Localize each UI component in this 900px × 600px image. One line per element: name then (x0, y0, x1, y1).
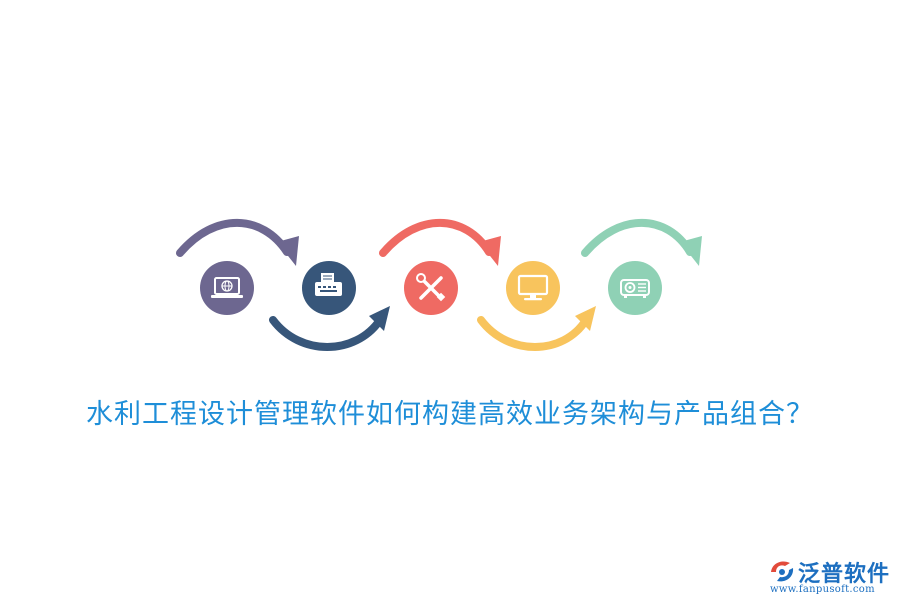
flow-arrow-1 (176, 219, 299, 266)
wrench-screwdriver-icon (416, 273, 446, 302)
laptop-globe-icon (211, 277, 243, 298)
step-circle-1 (200, 261, 254, 315)
flow-arrow-2 (269, 306, 390, 351)
step-circle-4 (506, 261, 560, 315)
step-circle-5 (608, 261, 662, 315)
fanpu-logo-icon (771, 561, 794, 582)
page-title: 水利工程设计管理软件如何构建高效业务架构与产品组合？ (86, 399, 814, 430)
typewriter-icon (315, 273, 342, 296)
flow-arrow-3 (379, 219, 501, 266)
logo-name: 泛普软件 (798, 562, 891, 587)
projector-icon (620, 279, 650, 298)
step-circle-2 (302, 261, 356, 315)
monitor-icon (517, 274, 549, 301)
logo-url: www.fanpusoft.com (770, 584, 875, 595)
flow-arrow-5 (581, 219, 702, 266)
brand-logo[interactable]: 泛普软件 www.fanpusoft.com (768, 556, 894, 598)
step-circle-3 (404, 261, 458, 315)
flow-arrow-4 (477, 306, 596, 351)
